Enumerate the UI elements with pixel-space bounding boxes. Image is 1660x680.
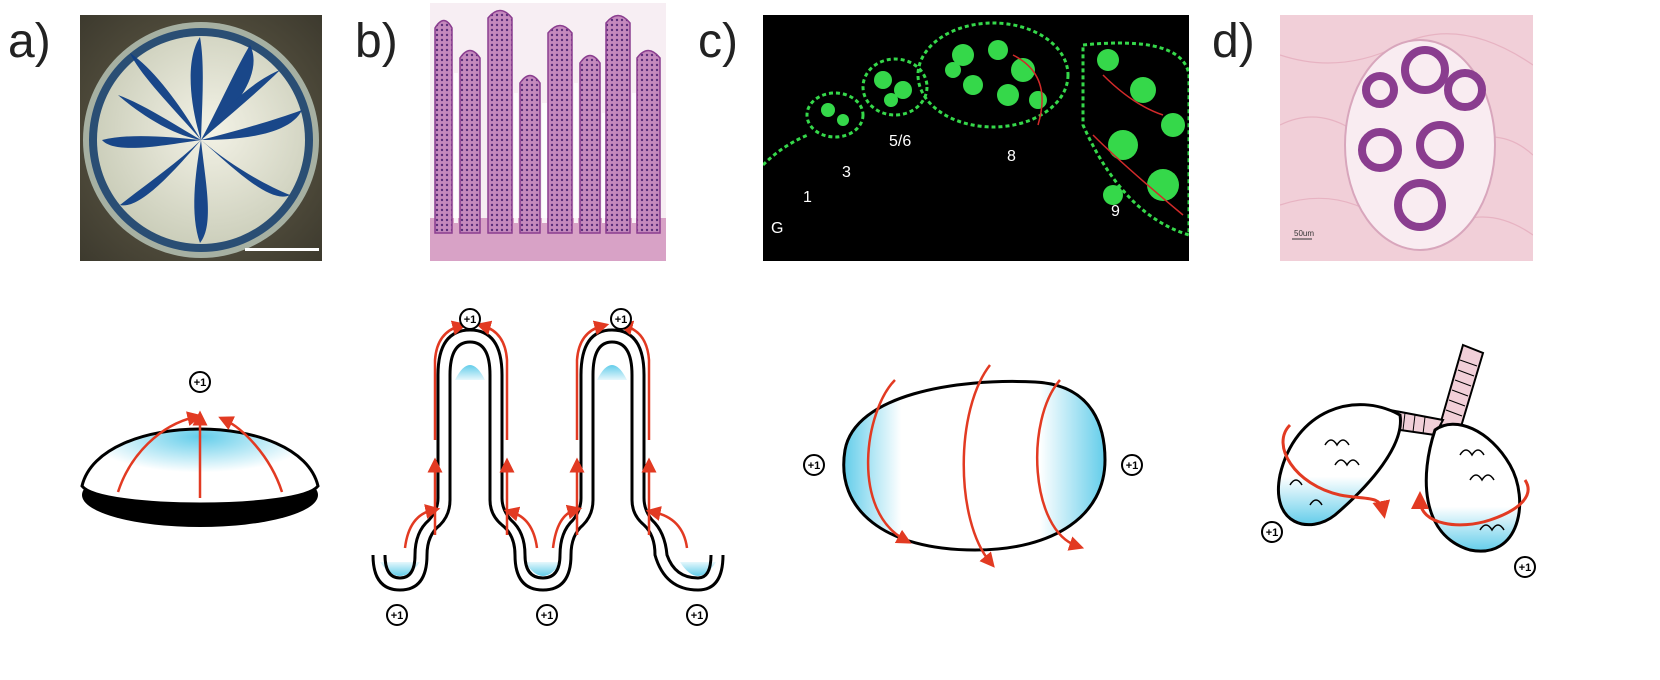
panel-d-label: d) (1212, 15, 1255, 68)
topo-badge-b-4: +1 (536, 604, 558, 626)
svg-text:+1: +1 (541, 610, 554, 622)
panel-c-photo: G 1 3 5/6 8 9 (763, 15, 1189, 261)
topo-badge-b-2: +1 (610, 308, 632, 330)
svg-text:3: 3 (842, 164, 851, 181)
svg-text:+1: +1 (691, 610, 704, 622)
svg-text:G: G (771, 220, 783, 237)
svg-text:5/6: 5/6 (889, 133, 911, 150)
topo-badge-b-1: +1 (459, 308, 481, 330)
panel-a-diagram: +1 (70, 360, 330, 550)
scale-bar (245, 248, 319, 251)
topo-badge-d-2: +1 (1514, 556, 1536, 578)
panel-a-label: a) (8, 15, 51, 68)
panel-c-diagram: +1 +1 (795, 350, 1155, 590)
panel-d-photo: 50um (1280, 15, 1533, 261)
svg-text:+1: +1 (1266, 527, 1279, 539)
topo-badge-c-1: +1 (803, 454, 825, 476)
svg-text:50um: 50um (1294, 229, 1314, 238)
panel-b-label: b) (355, 15, 398, 68)
svg-text:9: 9 (1111, 203, 1120, 220)
topo-badge-b-5: +1 (686, 604, 708, 626)
svg-text:+1: +1 (194, 377, 207, 389)
svg-text:+1: +1 (808, 460, 821, 472)
svg-text:+1: +1 (1519, 562, 1532, 574)
topo-badge-b-3: +1 (386, 604, 408, 626)
topo-badge-c-2: +1 (1121, 454, 1143, 476)
svg-text:+1: +1 (1126, 460, 1139, 472)
svg-text:8: 8 (1007, 148, 1016, 165)
topo-badge-d-1: +1 (1261, 521, 1283, 543)
topo-badge-a: +1 (189, 371, 211, 393)
svg-text:+1: +1 (391, 610, 404, 622)
svg-text:1: 1 (803, 189, 812, 206)
svg-text:+1: +1 (615, 314, 628, 326)
panel-b-diagram: +1 +1 +1 +1 +1 (365, 300, 735, 635)
panel-a-photo (80, 15, 322, 261)
svg-text:+1: +1 (464, 314, 477, 326)
panel-d-diagram: +1 +1 (1255, 335, 1555, 585)
panel-b-photo (430, 3, 666, 261)
panel-c-label: c) (698, 15, 738, 68)
